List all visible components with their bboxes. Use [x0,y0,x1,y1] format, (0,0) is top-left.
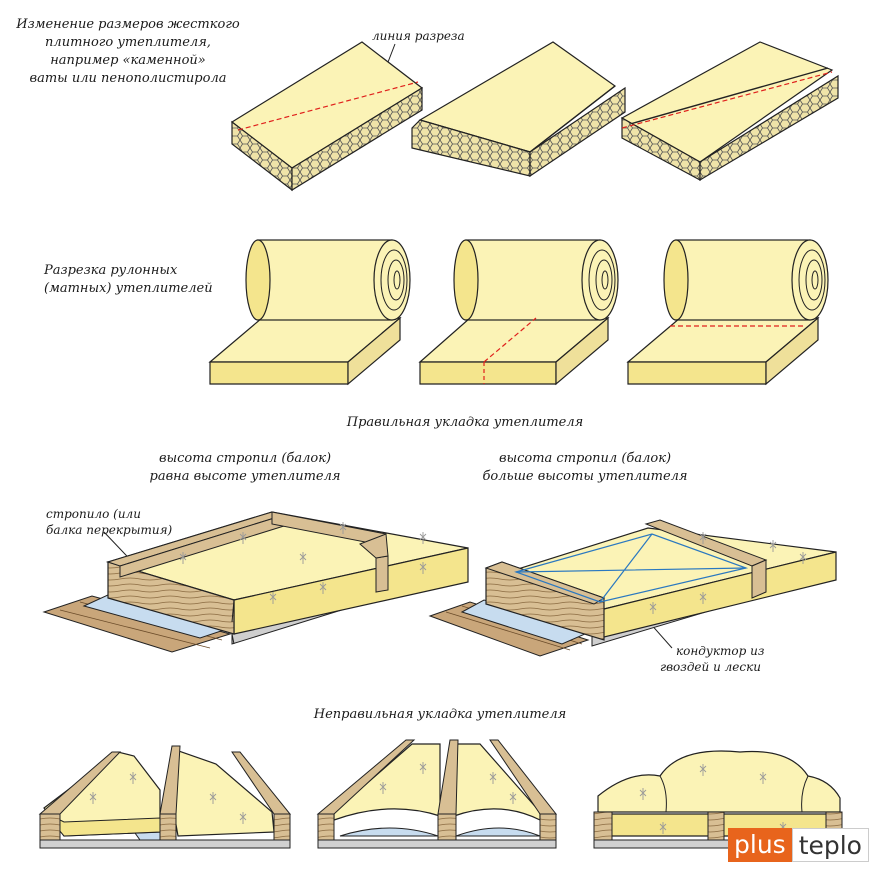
rafter-label-line-1: стропило (или [46,507,141,521]
roll-title-line-2: (матных) утеплителей [44,281,213,296]
incorrect-example-1 [38,745,292,849]
equal-height-line-2: равна высоте утеплителя [150,469,341,484]
plusteplo-logo: plus teplo [728,828,869,862]
correct-greater-height [428,519,837,657]
rigid-slab-2 [411,41,626,178]
rigid-title-line-3: например «каменной» [50,53,206,68]
logo-part-teplo: teplo [791,828,869,862]
rigid-slab-3 [620,41,839,182]
cut-line-label: линия разреза [372,29,465,43]
correct-equal-height [42,511,469,653]
roll-2 [418,239,619,386]
correct-laying-title: Правильная укладка утеплителя [346,415,583,430]
incorrect-example-2 [316,739,558,849]
rafter-label-line-2: балка перекрытия) [46,523,173,537]
roll-1 [208,239,411,386]
logo-part-plus: plus [728,828,792,862]
greater-height-line-1: высота стропил (балок) [499,451,671,466]
rigid-title-line-4: ваты или пенополистирола [30,71,227,86]
rigid-title-line-1: Изменение размеров жесткого [15,17,240,32]
roll-labels: Разрезка рулонных (матных) утеплителей [43,263,213,296]
fishing-line-jig [514,533,749,603]
roll-title-line-1: Разрезка рулонных [43,263,178,278]
rigid-title-line-2: плитного утеплителя, [45,35,211,50]
equal-height-line-1: высота стропил (балок) [159,451,331,466]
correct-labels: высота стропил (балок) равна высоте утеп… [46,451,764,674]
cut-line-dashed [237,81,419,131]
greater-height-line-2: больше высоты утеплителя [482,469,687,484]
rigid-slab-1 [230,41,424,192]
jig-label-line-1: кондуктор из [676,644,764,658]
jig-label-line-2: гвоздей и лески [660,660,761,674]
incorrect-laying-title: Неправильная укладка утеплителя [313,707,567,722]
rigid-slab-labels: Изменение размеров жесткого плитного уте… [15,17,465,89]
roll-3 [626,239,829,386]
